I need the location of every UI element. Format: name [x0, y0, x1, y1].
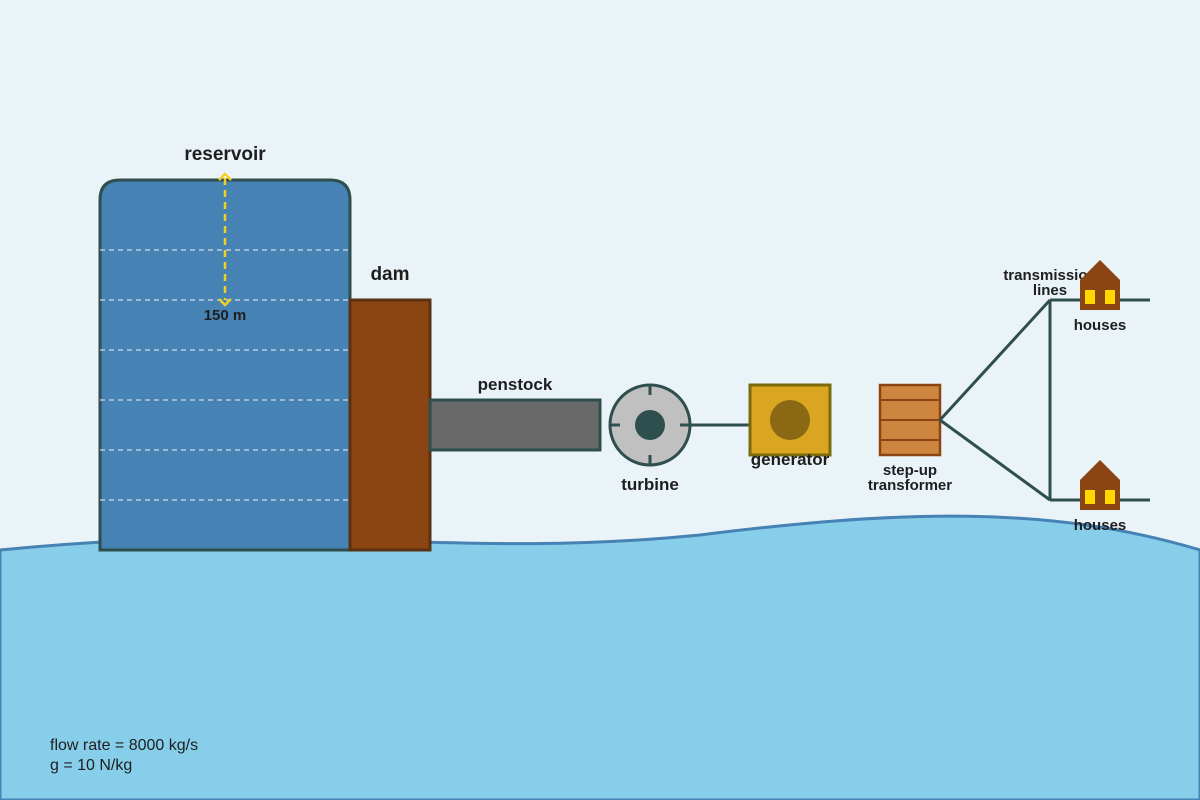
- gravity-note: g = 10 N/kg: [50, 757, 132, 774]
- penstock-label: penstock: [478, 375, 553, 394]
- reservoir-water: [98, 178, 352, 552]
- house-icon: [1080, 260, 1120, 310]
- transformer: [878, 383, 942, 457]
- reservoir-level-lines: [100, 249, 350, 501]
- turbine: [608, 383, 692, 467]
- reservoir-label: reservoir: [184, 144, 266, 165]
- transmission-label-line2: lines: [1033, 282, 1067, 299]
- house-icon: [1080, 460, 1120, 510]
- houses-label-bottom: houses: [1074, 517, 1127, 534]
- turbine-label: turbine: [621, 475, 679, 494]
- generator-label: generator: [751, 450, 830, 469]
- transmission-label-line1: transmission: [1003, 267, 1096, 284]
- flow-rate-note: flow rate = 8000 kg/s: [50, 737, 198, 754]
- penstock: [428, 398, 602, 452]
- houses-label-top: houses: [1074, 317, 1127, 334]
- transformer-label-line2: transformer: [868, 477, 952, 494]
- height-label: 150 m: [204, 307, 247, 324]
- dam: [348, 298, 432, 552]
- transformer-label-line1: step-up: [883, 462, 937, 479]
- height-marker: [218, 172, 232, 307]
- ground-water: [0, 514, 1200, 800]
- generator: [748, 383, 832, 457]
- dam-label: dam: [370, 264, 409, 285]
